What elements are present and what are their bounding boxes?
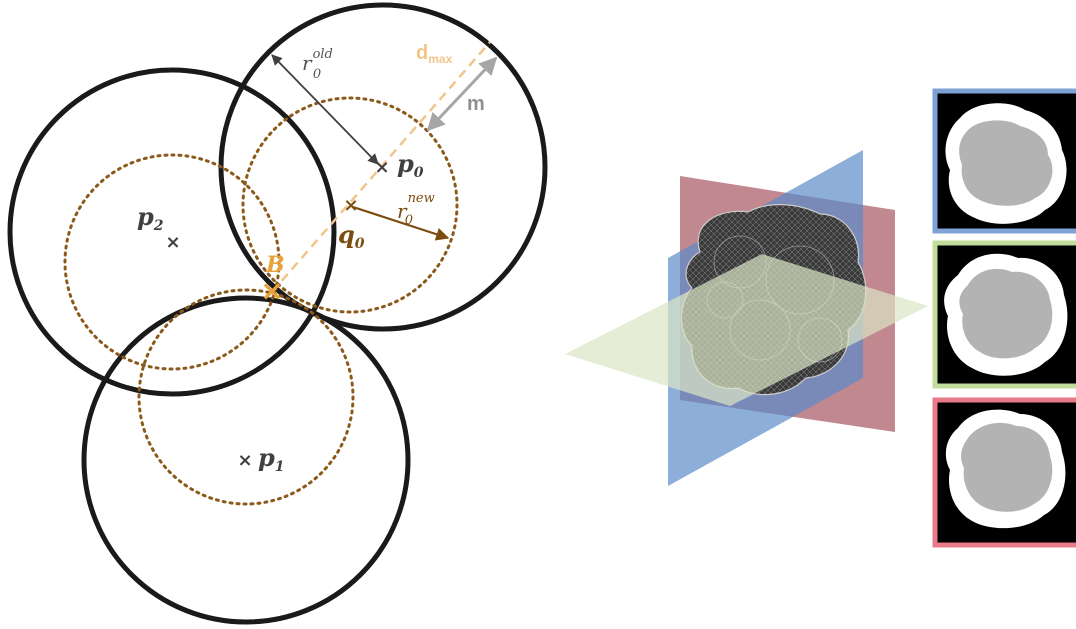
label-dmax: dmax (416, 42, 453, 66)
b-marker-icon: × (260, 274, 283, 307)
slice-panels (932, 88, 1076, 548)
p1-marker-icon: × (237, 450, 252, 471)
label-p2: p2 (137, 202, 164, 234)
label-p0: p0 (397, 149, 424, 181)
axial-plane (565, 254, 928, 406)
label-q0: q0 (338, 220, 365, 252)
slice-panel-green (932, 240, 1076, 389)
dotted-circle-p1 (137, 288, 355, 506)
r0-new-arrow (352, 205, 450, 241)
q0-marker-icon: × (343, 195, 358, 216)
label-p1: p1 (258, 443, 285, 475)
dotted-circle-p2 (63, 153, 281, 371)
m-arrow (426, 56, 498, 132)
label-m: m (467, 93, 485, 115)
circle-p1 (81, 295, 411, 625)
circle-p2 (7, 67, 337, 397)
slice-panel-blue (932, 88, 1076, 234)
3d-volume-illustration (565, 150, 928, 486)
r0-old-arrow (271, 54, 379, 165)
p2-marker-icon: × (165, 232, 180, 253)
label-b: B (265, 252, 285, 278)
slice-panel-red (932, 397, 1076, 548)
p0-marker-icon: × (374, 157, 389, 178)
